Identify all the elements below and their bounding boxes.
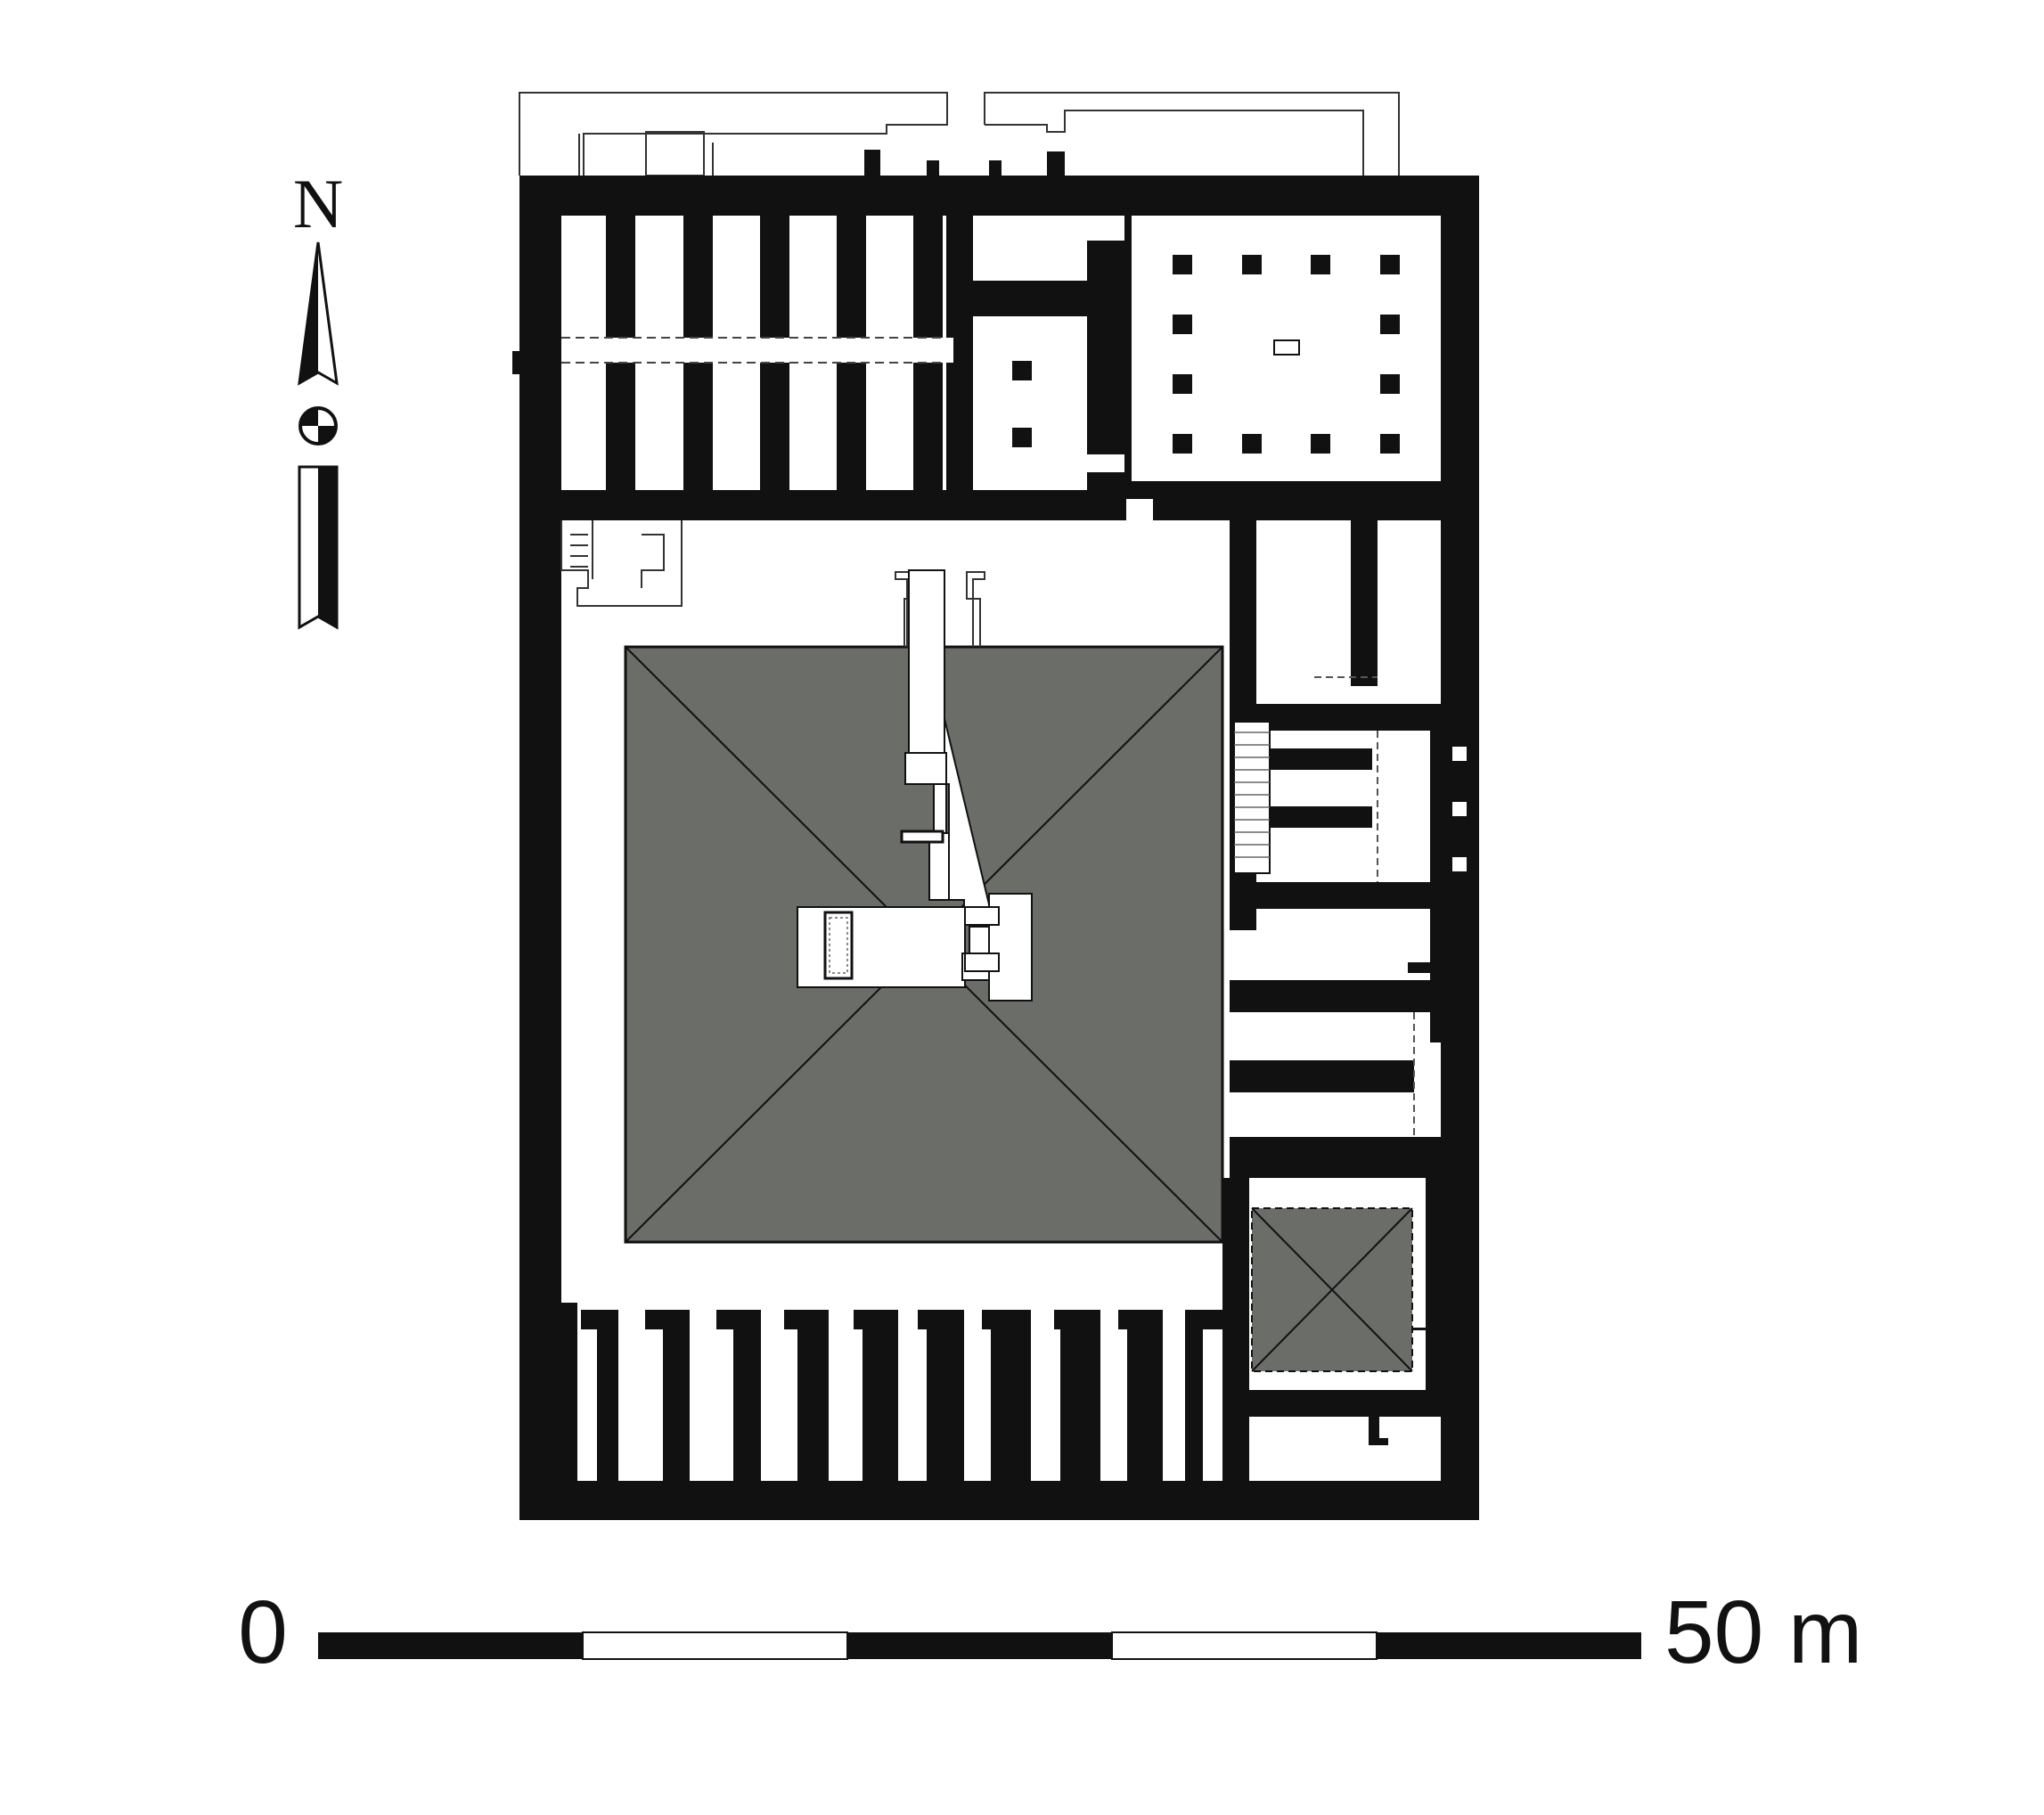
entrance-hall — [973, 176, 1124, 520]
scale-bar-segments — [318, 1631, 1641, 1660]
scale-end-label: 50 m — [1664, 1582, 1862, 1682]
north-label: N — [293, 165, 343, 242]
north-arrow: N — [293, 165, 343, 630]
north-arrow-icon — [298, 241, 339, 630]
portcullis-block — [900, 830, 944, 844]
east-wall-windows — [1452, 747, 1467, 871]
north-annex-outline — [519, 92, 1400, 176]
north-annex-piers — [864, 150, 1065, 176]
cult-pyramid — [1251, 1207, 1413, 1372]
scale-start-label: 0 — [238, 1582, 288, 1682]
scale-bar: 0 50 m — [238, 1582, 1862, 1682]
south-storerooms — [561, 1303, 1222, 1481]
nw-stair-outline — [560, 520, 683, 607]
east-storeroom-outline — [1314, 676, 1415, 1137]
pyramid-rooms — [797, 569, 1033, 1002]
east-stair — [1233, 721, 1271, 874]
cult-pyramid-court — [1222, 1178, 1441, 1481]
nw-storerooms — [561, 176, 1127, 520]
sarcophagus — [823, 911, 854, 980]
court-altar — [1273, 339, 1300, 356]
pyramid-corridor — [895, 571, 985, 647]
pillared-court — [1123, 176, 1441, 522]
